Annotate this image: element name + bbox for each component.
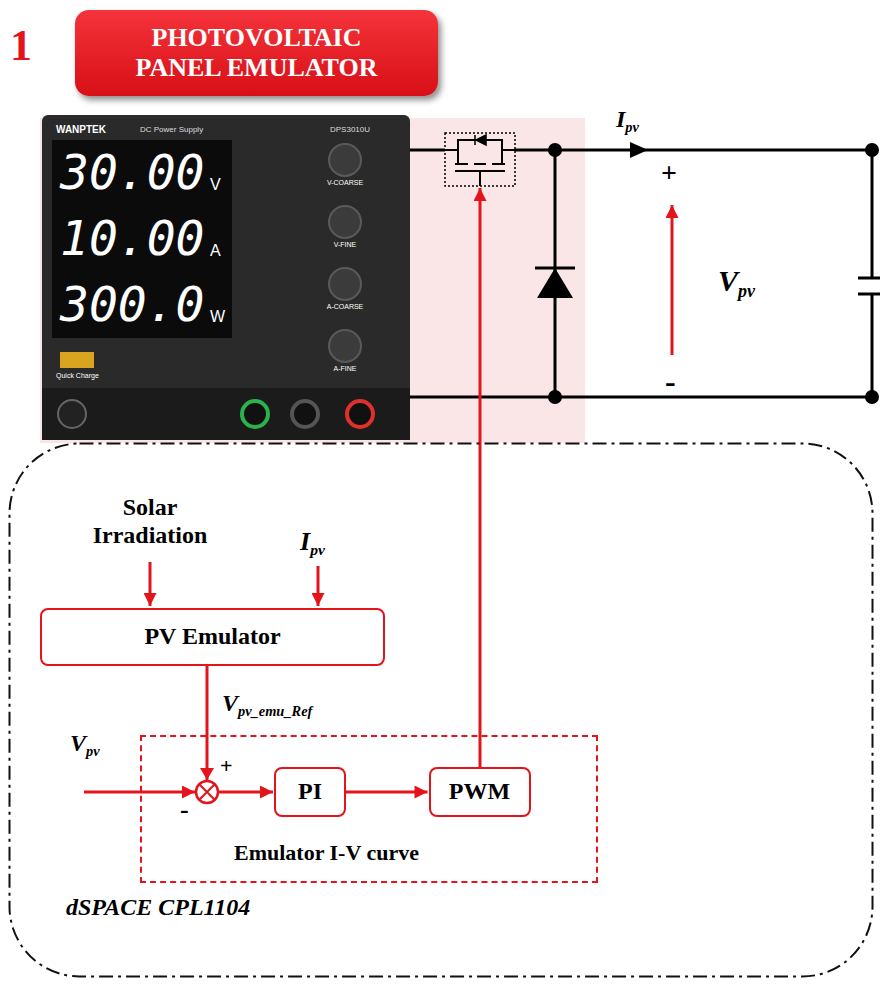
port-label: Quick Charge	[56, 372, 99, 380]
node-text: dSPACE CPL1104	[66, 894, 250, 922]
voltage-arrow	[671, 205, 674, 355]
diode-symbol	[537, 268, 573, 298]
display-reading: 30.00	[60, 146, 205, 199]
current-label: Ipv	[616, 106, 639, 132]
junction-dot	[548, 143, 562, 157]
knob	[329, 268, 361, 300]
polarity-sign: -	[665, 364, 676, 399]
callout-number: 1	[10, 22, 32, 70]
input-arrow	[149, 562, 152, 606]
node-text: Emulator I-V curve	[234, 840, 419, 865]
input-label: Solar Irradiation	[70, 494, 230, 549]
process-box: PI	[274, 767, 346, 817]
junction-dot	[865, 390, 879, 404]
text-part: I	[616, 106, 625, 132]
text-part: I	[300, 527, 310, 556]
polarity-sign: +	[661, 158, 677, 189]
display-reading: 300.0	[60, 278, 205, 331]
junction-dot	[548, 390, 562, 404]
signal-connector	[346, 791, 428, 794]
text-part: V	[222, 690, 238, 716]
summing-circle	[196, 781, 218, 803]
brand-label: WANPTEK	[56, 124, 106, 135]
display-unit: V	[210, 176, 221, 194]
signal-label: Vpv_emu_Ref	[222, 690, 312, 716]
title-banner: PHOTOVOLTAIC PANEL EMULATOR	[75, 10, 438, 96]
current-arrow	[630, 142, 648, 158]
voltage-label: Vpv	[718, 264, 755, 297]
text-subscript: pv_emu_Ref	[238, 703, 312, 719]
display-unit: W	[210, 308, 225, 326]
display-panel	[52, 140, 232, 338]
knob	[329, 144, 361, 176]
model-label: DPS3010U	[330, 126, 370, 135]
sum-sign: +	[220, 754, 233, 778]
capacitor-plate	[858, 277, 880, 280]
process-box: PV Emulator	[40, 608, 385, 666]
input-arrow	[317, 566, 320, 606]
text-subscript: pv	[738, 281, 755, 301]
display-unit: A	[210, 242, 221, 260]
knob-label: V-COARSE	[318, 179, 372, 187]
text-subscript: pv	[86, 743, 100, 759]
power-switch	[58, 400, 86, 428]
capacitor-plate	[858, 293, 880, 296]
text-part: V	[718, 264, 738, 297]
input-label: Ipv	[300, 528, 325, 557]
summing-junction	[84, 768, 218, 803]
body-diode	[475, 135, 486, 145]
text-subscript: pv	[625, 119, 639, 135]
knob-label: A-FINE	[318, 365, 372, 373]
node-text: PV Emulator	[144, 623, 280, 651]
junction-dot	[865, 143, 879, 157]
text-part: V	[70, 730, 86, 756]
node-text: PI	[298, 778, 322, 806]
summing-cross	[199, 784, 214, 799]
node-text: PWM	[449, 778, 510, 806]
power-supply-body	[42, 115, 410, 440]
process-box: PWM	[429, 767, 531, 817]
mosfet-symbol	[445, 140, 515, 186]
feedback-label: Vpv	[70, 730, 100, 756]
mosfet-frame	[445, 133, 515, 186]
ground-terminal	[242, 401, 268, 427]
negative-terminal	[292, 401, 318, 427]
gate-signal	[479, 188, 482, 767]
group-box: Emulator I-V curve PI PWM	[140, 735, 598, 883]
sum-sign: -	[180, 796, 189, 825]
display-reading: 10.00	[60, 212, 205, 265]
diode-bar	[535, 267, 575, 270]
panel-label: DC Power Supply	[140, 126, 203, 135]
knob	[329, 330, 361, 362]
signal-connector	[207, 666, 273, 792]
text-subscript: pv	[310, 541, 325, 558]
arrow-head	[200, 768, 214, 780]
knob	[329, 206, 361, 238]
power-supply-base	[42, 388, 410, 440]
region-outline	[10, 444, 873, 977]
knob-label: V-FINE	[318, 241, 372, 249]
title-text: PHOTOVOLTAIC PANEL EMULATOR	[109, 23, 404, 83]
positive-terminal	[347, 401, 373, 427]
knob-label: A-COARSE	[318, 303, 372, 311]
usb-port	[60, 352, 94, 368]
